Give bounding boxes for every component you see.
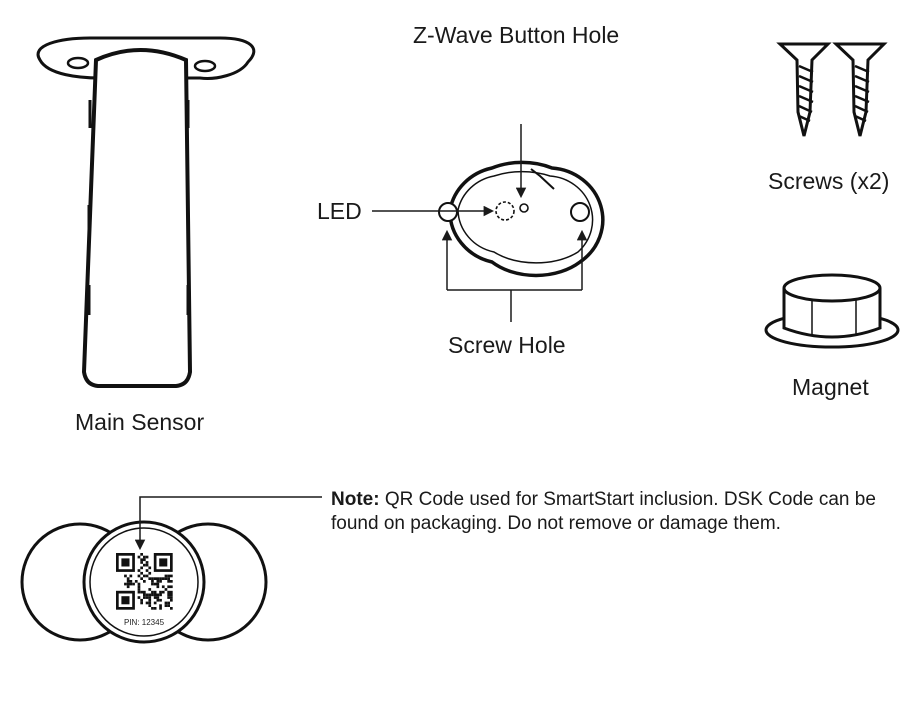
magnet-illustration (764, 273, 900, 349)
screw-hole-label: Screw Hole (448, 332, 566, 358)
screws-illustration (776, 42, 888, 137)
qr-code (116, 553, 173, 610)
led-label: LED (317, 198, 362, 224)
pin-label: PIN: 12345 (124, 618, 165, 627)
callout-lines (372, 124, 588, 322)
main-sensor-label: Main Sensor (75, 409, 205, 435)
sensor-back-illustration (438, 160, 605, 278)
note-text: QR Code used for SmartStart inclusion. D… (331, 489, 876, 534)
note-paragraph: Note: QR Code used for SmartStart inclus… (331, 488, 911, 536)
note-heading: Note: (331, 489, 380, 510)
screws-label: Screws (x2) (768, 168, 890, 194)
zwave-button-hole-label: Z-Wave Button Hole (413, 22, 620, 48)
main-sensor-illustration (36, 36, 256, 388)
note-pointer (134, 496, 322, 551)
magnet-label: Magnet (792, 374, 869, 400)
